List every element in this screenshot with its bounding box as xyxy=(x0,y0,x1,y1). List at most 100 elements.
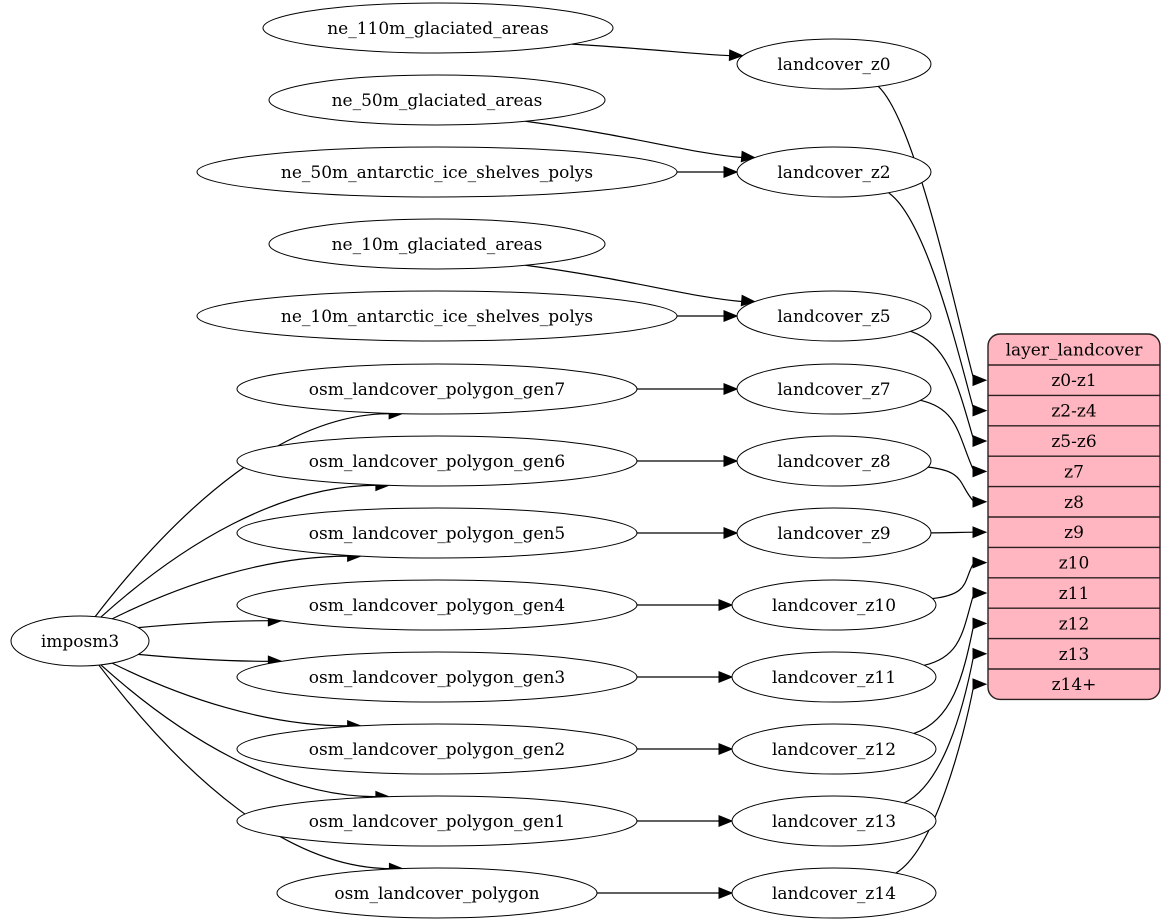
edge-arrowhead xyxy=(718,815,734,827)
edge-imposm3-to-osm_landcover_polygon_gen5 xyxy=(111,555,349,620)
table-row-row-z13[interactable]: z13 xyxy=(988,639,1160,669)
node-landcover_z8[interactable]: landcover_z8 xyxy=(736,435,932,487)
table-header-label: layer_landcover xyxy=(1006,341,1144,361)
node-shape-landcover_z0 xyxy=(736,38,932,90)
node-landcover_z14[interactable]: landcover_z14 xyxy=(731,867,937,919)
node-osm_landcover_polygon_gen7[interactable]: osm_landcover_polygon_gen7 xyxy=(236,363,638,415)
node-imposm3[interactable]: imposm3 xyxy=(10,615,150,667)
table-row-row-z9[interactable]: z9 xyxy=(988,517,1160,547)
node-label-ne_10m_antarctic_ice_shelves_polys: ne_10m_antarctic_ice_shelves_polys xyxy=(281,307,593,327)
node-ne_10m_glaciated_areas[interactable]: ne_10m_glaciated_areas xyxy=(268,218,606,270)
node-label-osm_landcover_polygon_gen6: osm_landcover_polygon_gen6 xyxy=(309,452,565,472)
node-shape-osm_landcover_polygon_gen5 xyxy=(236,507,638,559)
node-ne_50m_antarctic_ice_shelves_polys[interactable]: ne_50m_antarctic_ice_shelves_polys xyxy=(196,146,678,198)
node-ne_10m_antarctic_ice_shelves_polys[interactable]: ne_10m_antarctic_ice_shelves_polys xyxy=(196,290,678,342)
node-label-ne_50m_glaciated_areas: ne_50m_glaciated_areas xyxy=(332,91,543,111)
node-label-osm_landcover_polygon_gen2: osm_landcover_polygon_gen2 xyxy=(309,740,565,760)
node-shape-landcover_z8 xyxy=(736,435,932,487)
node-label-landcover_z14: landcover_z14 xyxy=(772,884,896,904)
node-osm_landcover_polygon_gen2[interactable]: osm_landcover_polygon_gen2 xyxy=(236,723,638,775)
edge-imposm3-to-osm_landcover_polygon_gen3 xyxy=(138,653,270,662)
node-shape-imposm3 xyxy=(10,615,150,667)
node-shape-landcover_z12 xyxy=(731,723,937,775)
node-osm_landcover_polygon_gen1[interactable]: osm_landcover_polygon_gen1 xyxy=(236,795,638,847)
node-shape-landcover_z10 xyxy=(731,579,937,631)
table-row-label: z9 xyxy=(1064,523,1084,543)
node-shape-landcover_z11 xyxy=(731,651,937,703)
table-row-row-z11[interactable]: z11 xyxy=(988,578,1160,608)
node-label-landcover_z11: landcover_z11 xyxy=(772,668,896,688)
node-landcover_z11[interactable]: landcover_z11 xyxy=(731,651,937,703)
node-landcover_z10[interactable]: landcover_z10 xyxy=(731,579,937,631)
node-osm_landcover_polygon_gen4[interactable]: osm_landcover_polygon_gen4 xyxy=(236,579,638,631)
node-landcover_z12[interactable]: landcover_z12 xyxy=(731,723,937,775)
node-shape-ne_10m_antarctic_ice_shelves_polys xyxy=(196,290,678,342)
table-row-label: z12 xyxy=(1059,614,1090,634)
table-row-row-z14[interactable]: z14+ xyxy=(988,669,1160,699)
table-row-row-z8[interactable]: z8 xyxy=(988,487,1160,517)
node-landcover_z2[interactable]: landcover_z2 xyxy=(736,146,932,198)
edge-imposm3-to-osm_landcover_polygon_gen6 xyxy=(100,484,377,618)
node-osm_landcover_polygon_gen3[interactable]: osm_landcover_polygon_gen3 xyxy=(236,651,638,703)
edge-landcover_z2-to-row-z2-z4 xyxy=(888,192,975,411)
node-shape-ne_110m_glaciated_areas xyxy=(262,2,614,54)
node-osm_landcover_polygon_gen5[interactable]: osm_landcover_polygon_gen5 xyxy=(236,507,638,559)
node-shape-ne_10m_glaciated_areas xyxy=(268,218,606,270)
table-row-row-z12[interactable]: z12 xyxy=(988,608,1160,638)
edge-landcover_z5-to-row-z5-z6 xyxy=(910,330,975,442)
edge-landcover_z8-to-row-z8 xyxy=(927,466,975,503)
node-label-landcover_z5: landcover_z5 xyxy=(777,307,890,327)
node-landcover_z9[interactable]: landcover_z9 xyxy=(736,507,932,559)
node-shape-landcover_z5 xyxy=(736,290,932,342)
table-row-row-z5-z6[interactable]: z5-z6 xyxy=(988,426,1160,456)
table-row-row-z0-z1[interactable]: z0-z1 xyxy=(988,365,1160,395)
edge-arrowhead xyxy=(723,527,739,539)
node-landcover_z0[interactable]: landcover_z0 xyxy=(736,38,932,90)
node-label-landcover_z10: landcover_z10 xyxy=(772,596,896,616)
node-label-ne_110m_glaciated_areas: ne_110m_glaciated_areas xyxy=(327,19,549,39)
edge-arrowhead xyxy=(718,887,734,899)
node-label-landcover_z9: landcover_z9 xyxy=(777,524,890,544)
edge-arrowhead xyxy=(972,526,988,539)
node-label-osm_landcover_polygon_gen1: osm_landcover_polygon_gen1 xyxy=(309,812,565,832)
edge-arrowhead xyxy=(972,647,988,660)
node-label-osm_landcover_polygon_gen5: osm_landcover_polygon_gen5 xyxy=(309,524,565,544)
edge-arrowhead xyxy=(972,556,988,569)
table-row-label: z14+ xyxy=(1052,675,1097,695)
table-row-row-z10[interactable]: z10 xyxy=(988,547,1160,577)
edge-imposm3-to-osm_landcover_polygon_gen2 xyxy=(111,662,349,727)
node-shape-landcover_z7 xyxy=(736,363,932,415)
edge-imposm3-to-osm_landcover_polygon_gen4 xyxy=(138,620,270,629)
edge-landcover_z13-to-row-z13 xyxy=(903,653,975,804)
edge-arrowhead xyxy=(972,617,988,630)
node-label-landcover_z8: landcover_z8 xyxy=(777,452,890,472)
edge-landcover_z0-to-row-z0-z1 xyxy=(877,85,975,381)
table-row-row-z2-z4[interactable]: z2-z4 xyxy=(988,395,1160,425)
node-landcover_z7[interactable]: landcover_z7 xyxy=(736,363,932,415)
node-ne_110m_glaciated_areas[interactable]: ne_110m_glaciated_areas xyxy=(262,2,614,54)
edge-ne_10m_glaciated_areas-to-landcover_z5 xyxy=(525,264,743,303)
node-landcover_z5[interactable]: landcover_z5 xyxy=(736,290,932,342)
edge-arrowhead xyxy=(723,310,739,322)
edge-arrowhead xyxy=(723,166,739,178)
node-osm_landcover_polygon_gen6[interactable]: osm_landcover_polygon_gen6 xyxy=(236,435,638,487)
node-shape-osm_landcover_polygon_gen7 xyxy=(236,363,638,415)
edge-arrowhead xyxy=(723,383,739,395)
node-shape-ne_50m_antarctic_ice_shelves_polys xyxy=(196,146,678,198)
node-ne_50m_glaciated_areas[interactable]: ne_50m_glaciated_areas xyxy=(268,74,606,126)
edge-ne_110m_glaciated_areas-to-landcover_z0 xyxy=(571,43,731,57)
node-shape-osm_landcover_polygon_gen2 xyxy=(236,723,638,775)
node-label-landcover_z0: landcover_z0 xyxy=(777,55,890,75)
node-label-osm_landcover_polygon_gen7: osm_landcover_polygon_gen7 xyxy=(309,380,565,400)
edge-arrowhead xyxy=(972,404,988,417)
node-label-osm_landcover_polygon_gen3: osm_landcover_polygon_gen3 xyxy=(309,668,565,688)
edge-landcover_z9-to-row-z9 xyxy=(930,531,975,534)
table-row-label: z5-z6 xyxy=(1051,432,1096,452)
edge-arrowhead xyxy=(718,599,734,611)
node-osm_landcover_polygon[interactable]: osm_landcover_polygon xyxy=(276,867,598,919)
edge-arrowhead xyxy=(718,743,734,755)
node-shape-landcover_z2 xyxy=(736,146,932,198)
edge-landcover_z14-to-row-z14 xyxy=(895,684,975,874)
node-landcover_z13[interactable]: landcover_z13 xyxy=(731,795,937,847)
table-row-row-z7[interactable]: z7 xyxy=(988,456,1160,486)
